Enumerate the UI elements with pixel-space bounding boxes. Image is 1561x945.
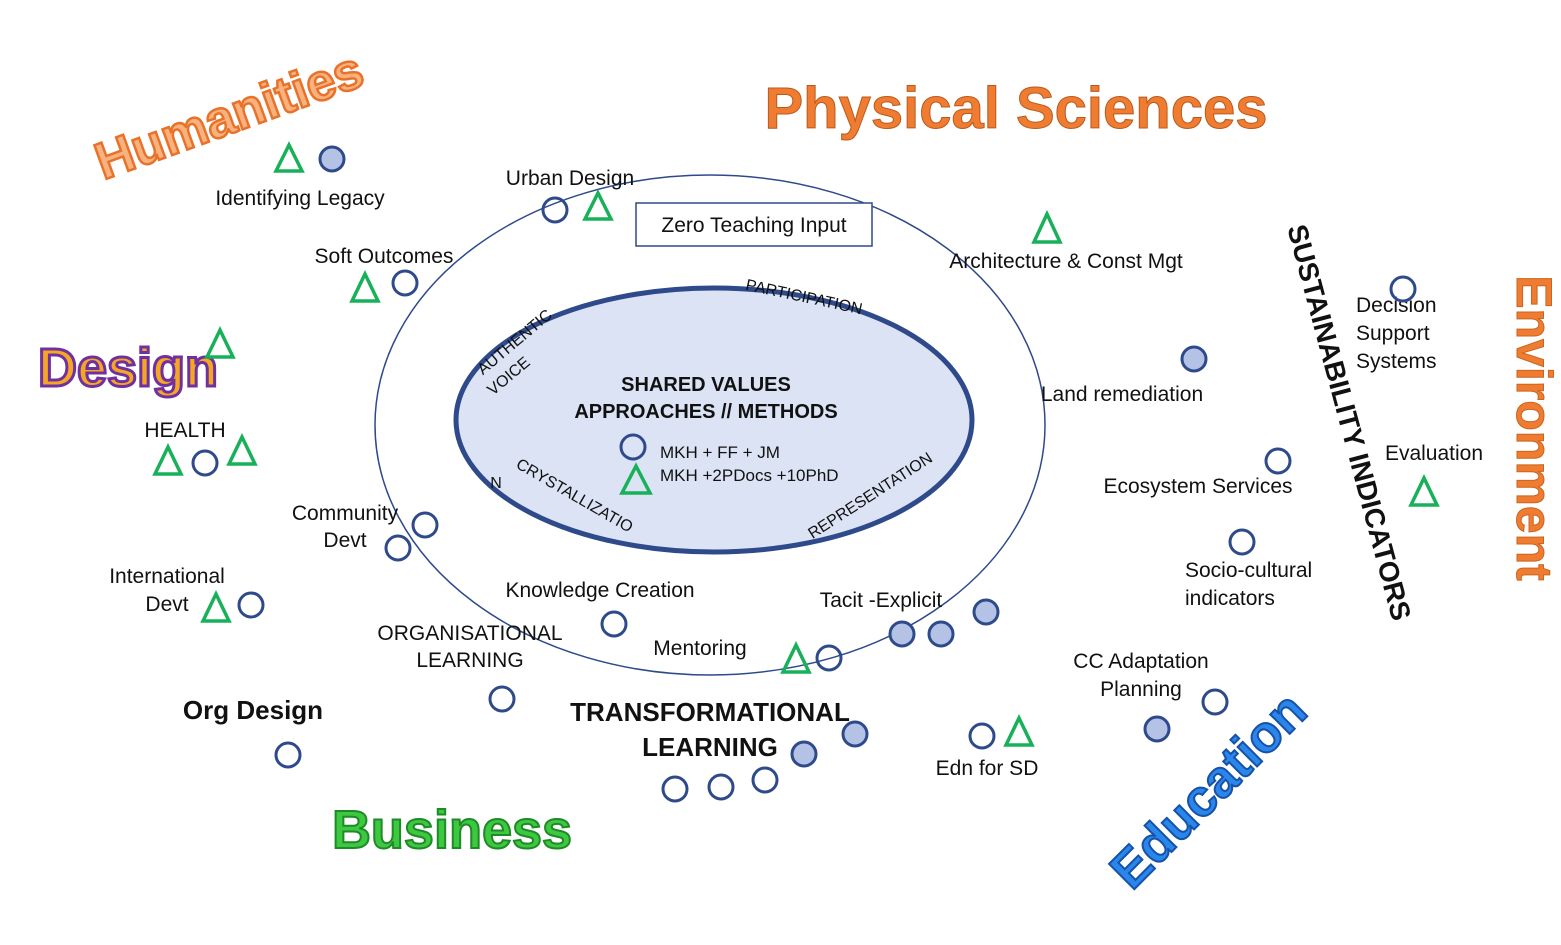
- center-line-2: APPROACHES // METHODS: [574, 401, 837, 423]
- circle-marker: [707, 773, 735, 801]
- label-urban-design: Urban Design: [506, 167, 634, 190]
- label-cc-1: CC Adaptation: [1073, 650, 1208, 673]
- label-health: HEALTH: [144, 419, 225, 442]
- label-mentoring: Mentoring: [653, 637, 746, 660]
- legend-circle-icon: [619, 433, 647, 461]
- filled-circle-marker: [318, 145, 346, 173]
- circle-marker: [600, 610, 628, 638]
- label-socio-1: Socio-cultural: [1185, 559, 1312, 582]
- label-decision-2: Support: [1356, 322, 1430, 345]
- label-knowledge-creation: Knowledge Creation: [505, 579, 694, 602]
- legend-triangle-icon: [619, 462, 653, 495]
- legend-triangle-label: MKH +2PDocs +10PhD: [660, 466, 839, 485]
- triangle-marker: [349, 269, 381, 303]
- label-org-learning-1: ORGANISATIONAL: [377, 622, 562, 645]
- open-circles: [191, 196, 1417, 803]
- discipline-environment: Environment: [1506, 275, 1561, 581]
- triangle-marker: [152, 442, 184, 476]
- label-architecture: Architecture & Const Mgt: [949, 250, 1183, 273]
- label-cc-2: Planning: [1100, 678, 1182, 701]
- label-international-2: Devt: [145, 593, 188, 616]
- triangle-marker: [200, 589, 232, 623]
- circle-marker: [237, 591, 265, 619]
- label-community-1: Community: [292, 502, 399, 525]
- outer-ellipse: [374, 174, 1046, 676]
- circle-marker: [815, 644, 843, 672]
- triangle-marker: [204, 325, 236, 359]
- label-community-2: Devt: [323, 529, 366, 552]
- inner-ellipse: [453, 285, 975, 555]
- filled-circle-marker: [790, 740, 818, 768]
- label-soft-outcomes: Soft Outcomes: [315, 245, 454, 268]
- triangle-marker: [582, 189, 614, 221]
- circle-marker: [1228, 528, 1256, 556]
- circle-marker: [751, 766, 779, 794]
- circle-marker: [968, 722, 996, 750]
- circle-marker: [411, 511, 439, 539]
- label-evaluation: Evaluation: [1385, 442, 1483, 465]
- filled-circle-marker: [927, 620, 955, 648]
- label-tacit-explicit: Tacit -Explicit: [820, 589, 943, 612]
- circle-marker: [488, 685, 516, 713]
- label-socio-2: indicators: [1185, 587, 1275, 610]
- zero-teaching-box: [635, 202, 873, 247]
- label-decision-1: Decision: [1356, 294, 1437, 317]
- filled-circle-marker: [972, 598, 1000, 626]
- triangle-marker: [273, 141, 305, 173]
- discipline-business: Business: [332, 800, 572, 860]
- label-transformational-1: TRANSFORMATIONAL: [570, 697, 850, 727]
- circle-marker: [1201, 688, 1229, 716]
- triangle-marker: [226, 432, 258, 466]
- filled-circle-marker: [888, 620, 916, 648]
- filled-circle-marker: [1180, 345, 1208, 373]
- discipline-design: Design: [38, 338, 218, 398]
- circle-marker: [1389, 275, 1417, 303]
- label-edn-sd: Edn for SD: [936, 757, 1039, 780]
- circle-marker: [1264, 447, 1292, 475]
- circle-marker: [191, 449, 219, 477]
- label-org-learning-2: LEARNING: [416, 649, 523, 672]
- n-label: N: [490, 475, 502, 492]
- triangles: [152, 141, 1440, 747]
- filled-circle-marker: [1143, 715, 1171, 743]
- center-line-1: SHARED VALUES: [621, 374, 791, 396]
- label-international-1: International: [109, 565, 225, 588]
- label-org-design: Org Design: [183, 695, 323, 725]
- triangle-marker: [1408, 473, 1440, 507]
- label-land-remediation: Land remediation: [1041, 383, 1203, 406]
- triangle-marker: [1031, 209, 1063, 244]
- circle-marker: [391, 269, 419, 297]
- triangle-marker: [780, 640, 812, 674]
- filled-circle-marker: [841, 720, 869, 748]
- circle-marker: [274, 741, 302, 769]
- discipline-education: Education: [1099, 681, 1318, 900]
- legend-circle-label: MKH + FF + JM: [660, 443, 780, 462]
- label-transformational-2: LEARNING: [642, 732, 778, 762]
- label-identifying-legacy: Identifying Legacy: [215, 187, 385, 210]
- triangle-marker: [1003, 713, 1035, 747]
- label-decision-3: Systems: [1356, 350, 1437, 373]
- zero-teaching-label: Zero Teaching Input: [661, 214, 846, 237]
- discipline-physical-sciences: Physical Sciences: [765, 76, 1268, 141]
- label-ecosystem-services: Ecosystem Services: [1103, 475, 1292, 498]
- circle-marker: [541, 196, 569, 224]
- filled-circles: [318, 145, 1208, 768]
- circle-marker: [384, 534, 412, 562]
- circle-marker: [661, 775, 689, 803]
